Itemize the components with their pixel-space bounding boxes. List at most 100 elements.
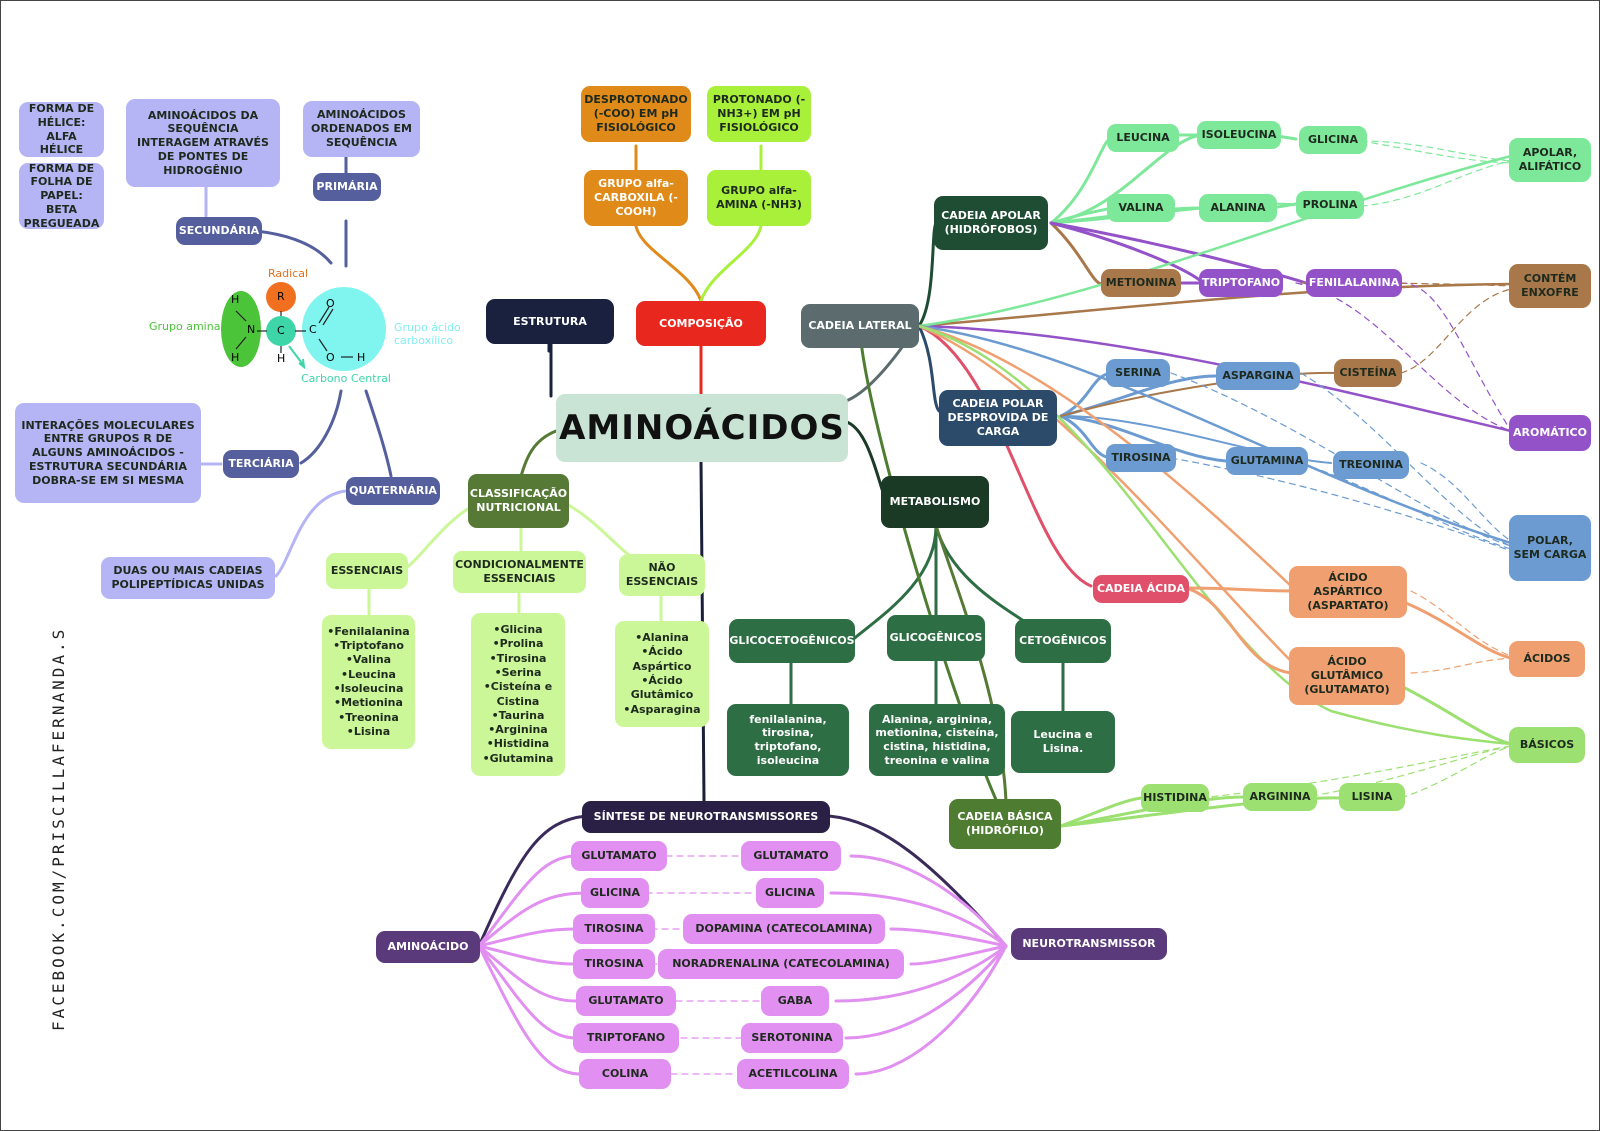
category-apolar-alifatico: APOLAR, ALIFÁTICO <box>1509 138 1591 182</box>
atom-h-bottom: H <box>231 351 240 364</box>
glicogenicos-description: Alanina, arginina, metionina, cisteína, … <box>869 704 1005 776</box>
grupo-amina-node: GRUPO alfa-AMINA (-NH3) <box>707 170 811 226</box>
essenciais-node: ESSENCIAIS <box>326 553 408 589</box>
aminoacido-triptofano: TRIPTOFANO <box>573 1023 679 1053</box>
list-item: •Prolina <box>492 637 544 651</box>
terciaria-description: INTERAÇÕES MOLECULARES ENTRE GRUPOS R DE… <box>15 403 201 503</box>
primaria-description: AMINOÁCIDOS ORDENADOS EM SEQUÊNCIA <box>303 101 420 157</box>
list-item: •Glicina <box>493 623 543 637</box>
aspargina-node: ASPARGINA <box>1216 362 1300 390</box>
list-item: •Ácido Glutâmico <box>630 674 694 702</box>
essenciais-list: •Fenilalanina •Triptofano •Valina •Leuci… <box>322 615 415 749</box>
neuro-serotonina: SEROTONINA <box>741 1023 843 1053</box>
list-item: •Valina <box>345 653 392 667</box>
cadeia-apolar-node: CADEIA APOLAR (HIDRÓFOBOS) <box>934 196 1048 250</box>
atom-h-top: H <box>231 293 240 306</box>
category-acidos: ÁCIDOS <box>1509 641 1585 677</box>
acido-aspartico-node: ÁCIDO ASPÁRTICO (ASPARTATO) <box>1289 566 1407 618</box>
estrutura-node: ESTRUTURA <box>486 299 614 344</box>
list-item: •Fenilalanina <box>327 624 410 638</box>
glicogenicos-node: GLICOGÊNICOS <box>887 615 985 661</box>
prolina-node: PROLINA <box>1296 191 1364 219</box>
atom-c-central: C <box>277 324 285 337</box>
list-item: •Histidina <box>486 737 550 751</box>
aminoacido-colina: COLINA <box>579 1059 671 1089</box>
triptofano-node: TRIPTOFANO <box>1199 269 1283 297</box>
atom-h-central: H <box>277 352 286 365</box>
list-item: •Alanina <box>635 631 689 645</box>
arginina-node: ARGININA <box>1243 783 1317 811</box>
glicina-node: GLICINA <box>1299 126 1367 154</box>
category-aromatico: AROMÁTICO <box>1509 415 1591 451</box>
nao-essenciais-node: NÃO ESSENCIAIS <box>619 554 705 596</box>
aminoacido-tirosina-2: TIROSINA <box>573 949 655 979</box>
alfa-helice-node: FORMA DE HÉLICE: ALFA HÉLICE <box>19 102 104 157</box>
lisina-node: LISINA <box>1339 783 1405 811</box>
isoleucina-node: ISOLEUCINA <box>1197 121 1281 149</box>
leucina-node: LEUCINA <box>1107 124 1179 152</box>
atom-o: O <box>326 351 335 364</box>
neuro-glutamato: GLUTAMATO <box>741 841 841 871</box>
cadeia-polar-node: CADEIA POLAR DESPROVIDA DE CARGA <box>939 390 1057 446</box>
list-item: •Cisteína e Cistina <box>483 680 553 708</box>
cisteina-node: CISTEÍNA <box>1334 359 1402 387</box>
aminoacido-tirosina: TIROSINA <box>573 914 655 944</box>
aminoacido-glutamato-2: GLUTAMATO <box>576 986 676 1016</box>
atom-h-acid: H <box>357 351 366 364</box>
histidina-node: HISTIDINA <box>1141 784 1209 812</box>
neuro-dopamina: DOPAMINA (CATECOLAMINA) <box>683 914 885 944</box>
central-topic: AMINOÁCIDOS <box>556 394 848 462</box>
atom-n: N <box>247 323 256 336</box>
category-polar-sem-carga: POLAR, SEM CARGA <box>1509 515 1591 581</box>
metabolismo-node: METABOLISMO <box>881 476 989 528</box>
list-item: •Ácido Aspártico <box>632 645 692 673</box>
list-item: •Triptofano <box>333 639 404 653</box>
radical-label: Radical <box>268 267 309 280</box>
neuro-noradrenalina: NORADRENALINA (CATECOLAMINA) <box>658 949 904 979</box>
secundaria-node: SECUNDÁRIA <box>176 217 262 245</box>
condicionalmente-list: •Glicina •Prolina •Tirosina •Serina •Cis… <box>471 613 565 776</box>
list-item: •Lisina <box>346 724 391 738</box>
neurotransmissor-node: NEUROTRANSMISSOR <box>1011 928 1167 960</box>
secundaria-description: AMINOÁCIDOS DA SEQUÊNCIA INTERAGEM ATRAV… <box>126 99 280 187</box>
protonado-node: PROTONADO (-NH3+) EM pH FISIOLÓGICO <box>707 86 811 142</box>
quaternaria-node: QUATERNÁRIA <box>346 477 440 505</box>
alanina-node: ALANINA <box>1199 194 1277 222</box>
cetogenicos-node: CETOGÊNICOS <box>1015 619 1111 663</box>
valina-node: VALINA <box>1107 194 1175 222</box>
atom-c-carboxyl: C <box>309 323 317 336</box>
desprotonado-node: DESPROTONADO (-COO) EM pH FISIOLÓGICO <box>581 86 691 142</box>
glicocetogenicos-node: GLICOCETOGÊNICOS <box>729 619 855 663</box>
aminoacido-glutamato: GLUTAMATO <box>571 841 667 871</box>
acido-glutamico-node: ÁCIDO GLUTÂMICO (GLUTAMATO) <box>1289 647 1405 705</box>
metionina-node: METIONINA <box>1101 269 1181 297</box>
list-item: •Metionina <box>334 696 403 710</box>
list-item: •Taurina <box>491 708 545 722</box>
list-item: •Leucina <box>341 667 396 681</box>
amino-acid-molecule <box>221 282 386 371</box>
terciaria-node: TERCIÁRIA <box>223 450 299 478</box>
grupo-amina-label: Grupo amina <box>149 320 221 333</box>
glutamina-node: GLUTAMINA <box>1226 447 1308 475</box>
serina-node: SERINA <box>1106 359 1170 387</box>
facebook-watermark: FACEBOOK.COM/PRISCILLAFERNANDA.S <box>49 626 68 1031</box>
neuro-gaba: GABA <box>761 986 829 1016</box>
condicionalmente-essenciais-node: CONDICIONALMENTE ESSENCIAIS <box>453 551 586 593</box>
cetogenicos-description: Leucina e Lisina. <box>1011 711 1115 773</box>
list-item: •Tirosina <box>489 651 547 665</box>
fenilalanina-node: FENILALANINA <box>1306 269 1402 297</box>
list-item: •Isoleucina <box>333 682 404 695</box>
aminoacido-glicina: GLICINA <box>581 878 649 908</box>
list-item: •Serina <box>494 665 542 679</box>
atom-o-double: O <box>326 297 335 310</box>
neuro-glicina: GLICINA <box>756 878 824 908</box>
treonina-node: TREONINA <box>1333 451 1409 479</box>
tirosina-node: TIROSINA <box>1106 444 1176 472</box>
grupo-acido-label: Grupo ácido carboxílico <box>394 321 461 348</box>
primaria-node: PRIMÁRIA <box>313 173 381 201</box>
classificacao-nutricional-node: CLASSIFICAÇÃO NUTRICIONAL <box>468 474 569 528</box>
quaternaria-description: DUAS OU MAIS CADEIAS POLIPEPTÍDICAS UNID… <box>101 557 275 599</box>
list-item: •Asparagina <box>623 702 701 716</box>
beta-pregueada-node: FORMA DE FOLHA DE PAPEL: BETA PREGUEADA <box>19 162 104 230</box>
